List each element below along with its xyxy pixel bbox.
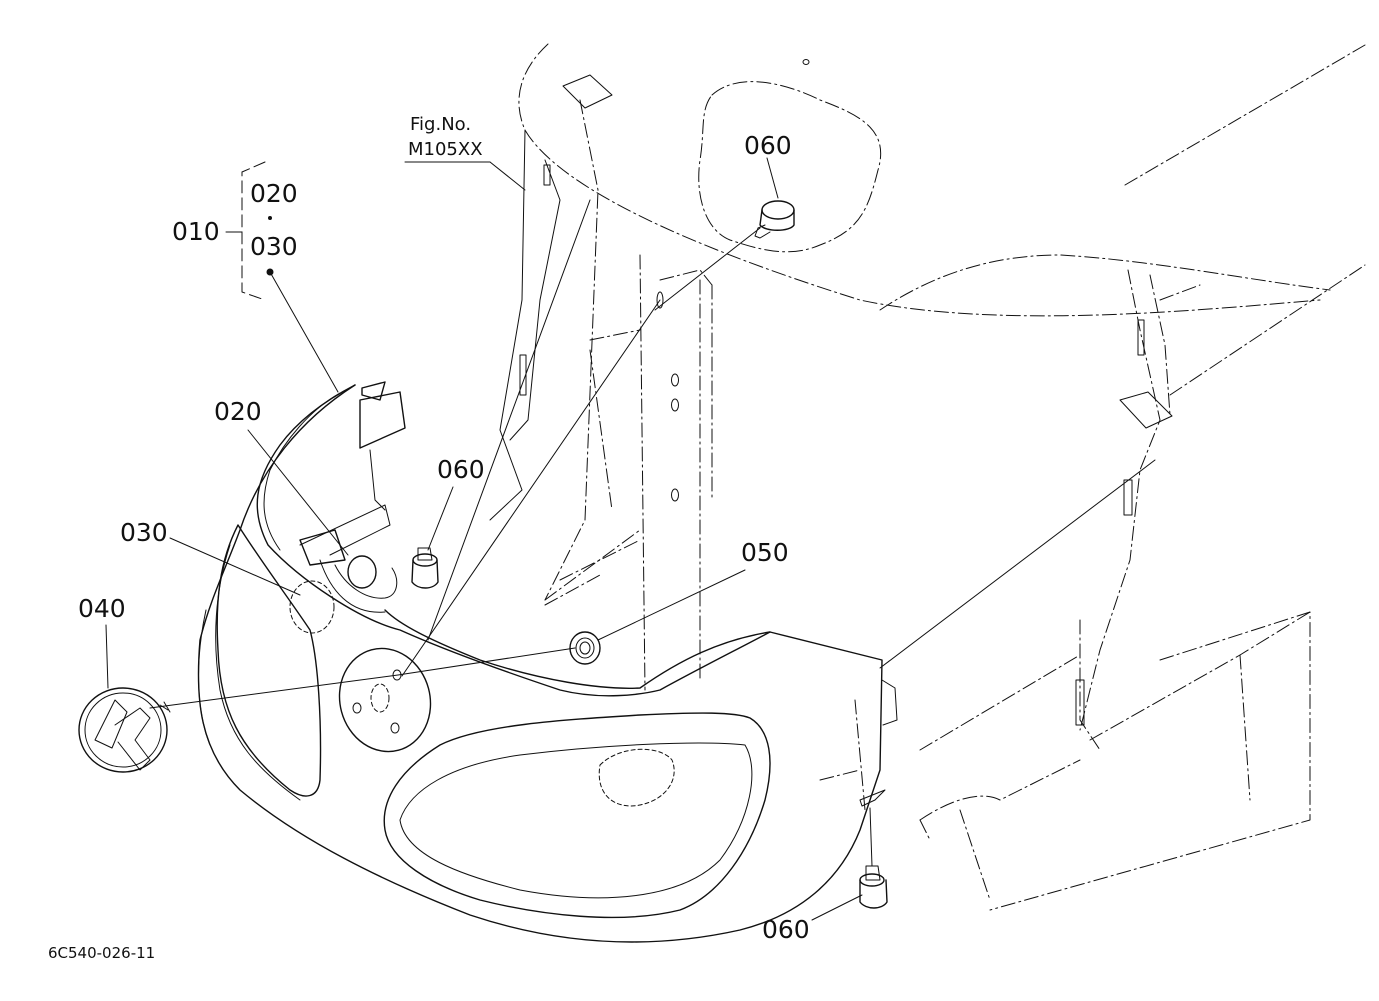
callout-group-020: 020 [250,179,298,208]
callout-050: 050 [741,538,789,567]
detail-cloud [698,81,882,253]
callout-060-bottom: 060 [762,915,810,944]
callout-010: 010 [172,217,220,246]
callout-group-030: 030 [250,232,298,261]
clip-part-060-mid [411,547,439,589]
drawing-code: 6C540-026-11 [48,944,155,962]
frame-outlines [489,43,1366,911]
callout-060-top: 060 [744,131,792,160]
emblem-badge-part-040 [78,687,171,773]
front-grille [197,384,898,943]
fig-no-label: Fig.No. [410,114,471,135]
fig-no-value: M105XX [408,139,483,160]
leader-lines [105,157,863,921]
grommet-part-050 [569,631,601,665]
assembly-guide-lines [149,199,1156,867]
callout-030: 030 [120,518,168,547]
clip-part-060-bottom [859,865,888,909]
callout-040: 040 [78,594,126,623]
callout-060-mid: 060 [437,455,485,484]
assembly-bracket [225,161,274,301]
lamp-bracket [299,381,406,613]
clip-part-060-top [754,200,795,239]
callout-020: 020 [214,397,262,426]
